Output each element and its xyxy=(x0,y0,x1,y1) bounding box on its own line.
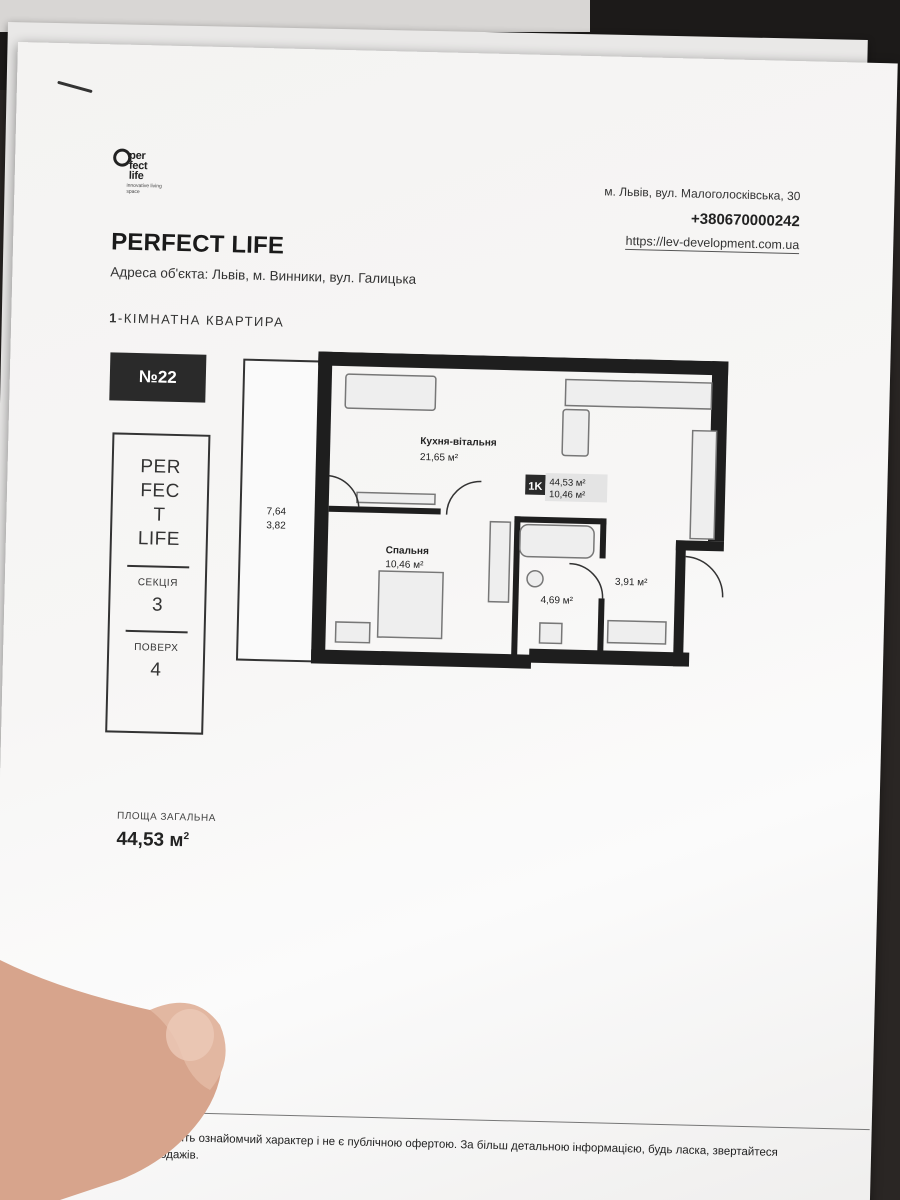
kitchen-side-counter xyxy=(689,429,718,540)
section-floor-box: PER FEC T LIFE СЕКЦІЯ 3 ПОВЕРХ 4 xyxy=(105,432,211,735)
apartment-number-badge: №22 xyxy=(109,352,207,403)
floor-plan-drawing: Кухня-вітальня 21,65 м² Спальня 10,46 м²… xyxy=(223,351,729,682)
furniture xyxy=(334,373,718,645)
apartment-type: 1-КІМНАТНА КВАРТИРА xyxy=(109,310,284,329)
apartment-type-label: -КІМНАТНА КВАРТИРА xyxy=(117,310,285,330)
project-title: PERFECT LIFE xyxy=(110,228,285,260)
room-badge-bg xyxy=(525,474,546,496)
sink xyxy=(538,622,563,645)
bed xyxy=(376,570,444,640)
toilet xyxy=(526,570,544,588)
company-logo: per fect life innovative living space xyxy=(112,144,173,201)
hall-cabinet xyxy=(606,619,667,645)
badge-living-area: 10,46 м² xyxy=(549,489,585,501)
bedroom-area: 10,46 м² xyxy=(385,559,424,571)
total-area-unit-sup: 2 xyxy=(183,830,190,843)
divider xyxy=(125,629,188,634)
logo-tagline: innovative living space xyxy=(126,182,162,196)
door-swing-entrance xyxy=(685,555,724,598)
dining-table xyxy=(561,408,590,457)
bath-area: 4,69 м² xyxy=(540,595,573,607)
ghost-building xyxy=(223,678,706,682)
website-link[interactable]: https://lev-development.com.ua xyxy=(625,233,800,255)
office-address: м. Львів, вул. Малоголосківська, 30 xyxy=(604,184,801,204)
room-count: 1 xyxy=(109,310,119,326)
room-badge: 1K xyxy=(528,481,542,493)
info-brand: PER FEC T LIFE xyxy=(112,454,208,552)
hall-area: 3,91 м² xyxy=(615,577,648,589)
pen-mark xyxy=(57,80,93,94)
contact-block: м. Львів, вул. Малоголосківська, 30 +380… xyxy=(603,184,801,255)
door-swing-bath xyxy=(569,562,604,599)
tv-unit xyxy=(356,491,436,506)
bedroom-label: Спальня xyxy=(386,545,430,557)
wardrobe xyxy=(487,520,512,603)
sofa xyxy=(344,373,437,411)
floor-value: 4 xyxy=(150,659,162,681)
doors xyxy=(329,474,724,599)
desk xyxy=(334,621,371,644)
door-swing-kitchen xyxy=(445,480,482,515)
brand-line: FEC xyxy=(140,480,181,503)
brand-line: T xyxy=(153,504,166,526)
brand-line: LIFE xyxy=(137,528,181,551)
floor-label: ПОВЕРХ xyxy=(133,642,179,655)
divider xyxy=(127,564,190,569)
logo-text: per fect life xyxy=(128,149,148,183)
hand-holding-paper xyxy=(0,960,226,1200)
phone-number[interactable]: +380670000242 xyxy=(690,210,801,231)
balcony-area-2: 3,82 xyxy=(266,520,286,531)
section-label: СЕКЦІЯ xyxy=(137,577,179,590)
badge-total-area: 44,53 м² xyxy=(549,477,585,489)
badge-info-bg xyxy=(544,473,608,503)
bathtub xyxy=(519,523,595,559)
kitchen-counter xyxy=(564,378,713,410)
total-area-value: 44,53 м2 xyxy=(116,829,189,853)
kitchen-area: 21,65 м² xyxy=(420,452,459,464)
kitchen-label: Кухня-вітальня xyxy=(420,436,497,449)
total-area-number: 44,53 м xyxy=(116,828,184,852)
brand-line: PER xyxy=(140,456,182,479)
balcony-area-1: 7,64 xyxy=(266,506,286,517)
section-value: 3 xyxy=(151,594,163,616)
walls xyxy=(310,351,729,669)
total-area-label: ПЛОЩА ЗАГАЛЬНА xyxy=(116,810,216,825)
floor-plan-sheet: per fect life innovative living space м.… xyxy=(0,42,898,1200)
door-swing-balcony xyxy=(329,474,360,507)
object-address: Адреса об'єкта: Львів, м. Винники, вул. … xyxy=(110,264,417,287)
